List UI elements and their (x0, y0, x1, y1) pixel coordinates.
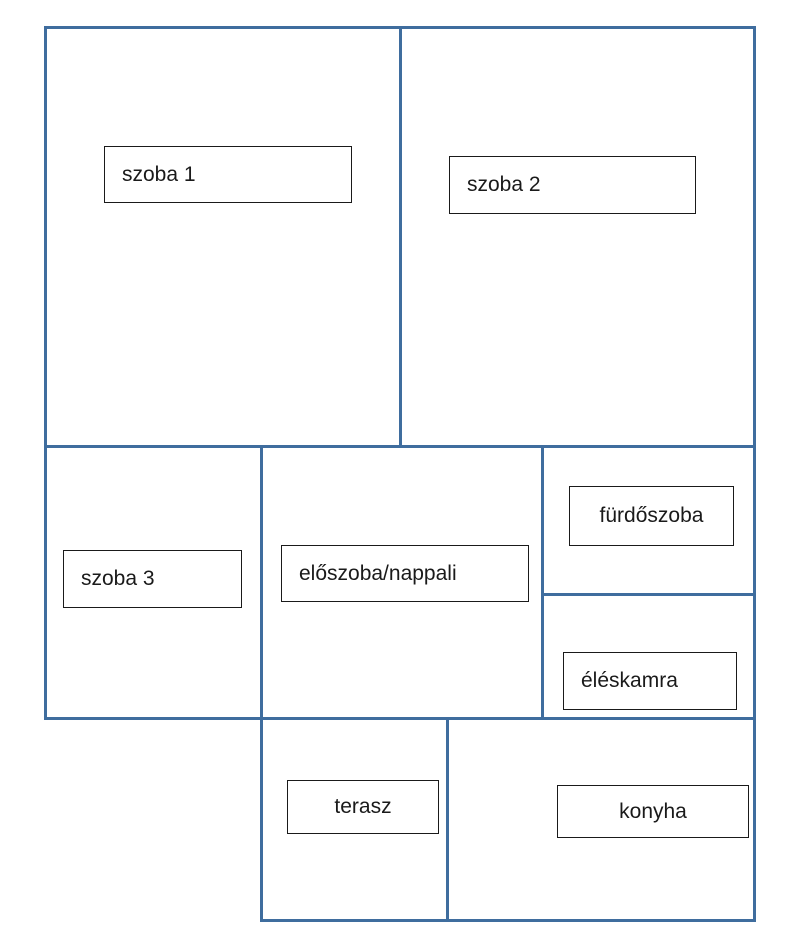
label-furdoszoba: fürdőszoba (569, 486, 734, 546)
label-szoba-2: szoba 2 (449, 156, 696, 214)
label-eloszoba-nappali: előszoba/nappali (281, 545, 529, 602)
room-szoba-2 (399, 26, 756, 448)
room-konyha (446, 717, 756, 922)
label-szoba-1: szoba 1 (104, 146, 352, 203)
label-eleskamra: éléskamra (563, 652, 737, 710)
label-konyha: konyha (557, 785, 749, 838)
label-terasz: terasz (287, 780, 439, 834)
label-szoba-3: szoba 3 (63, 550, 242, 608)
room-szoba-1 (44, 26, 402, 448)
